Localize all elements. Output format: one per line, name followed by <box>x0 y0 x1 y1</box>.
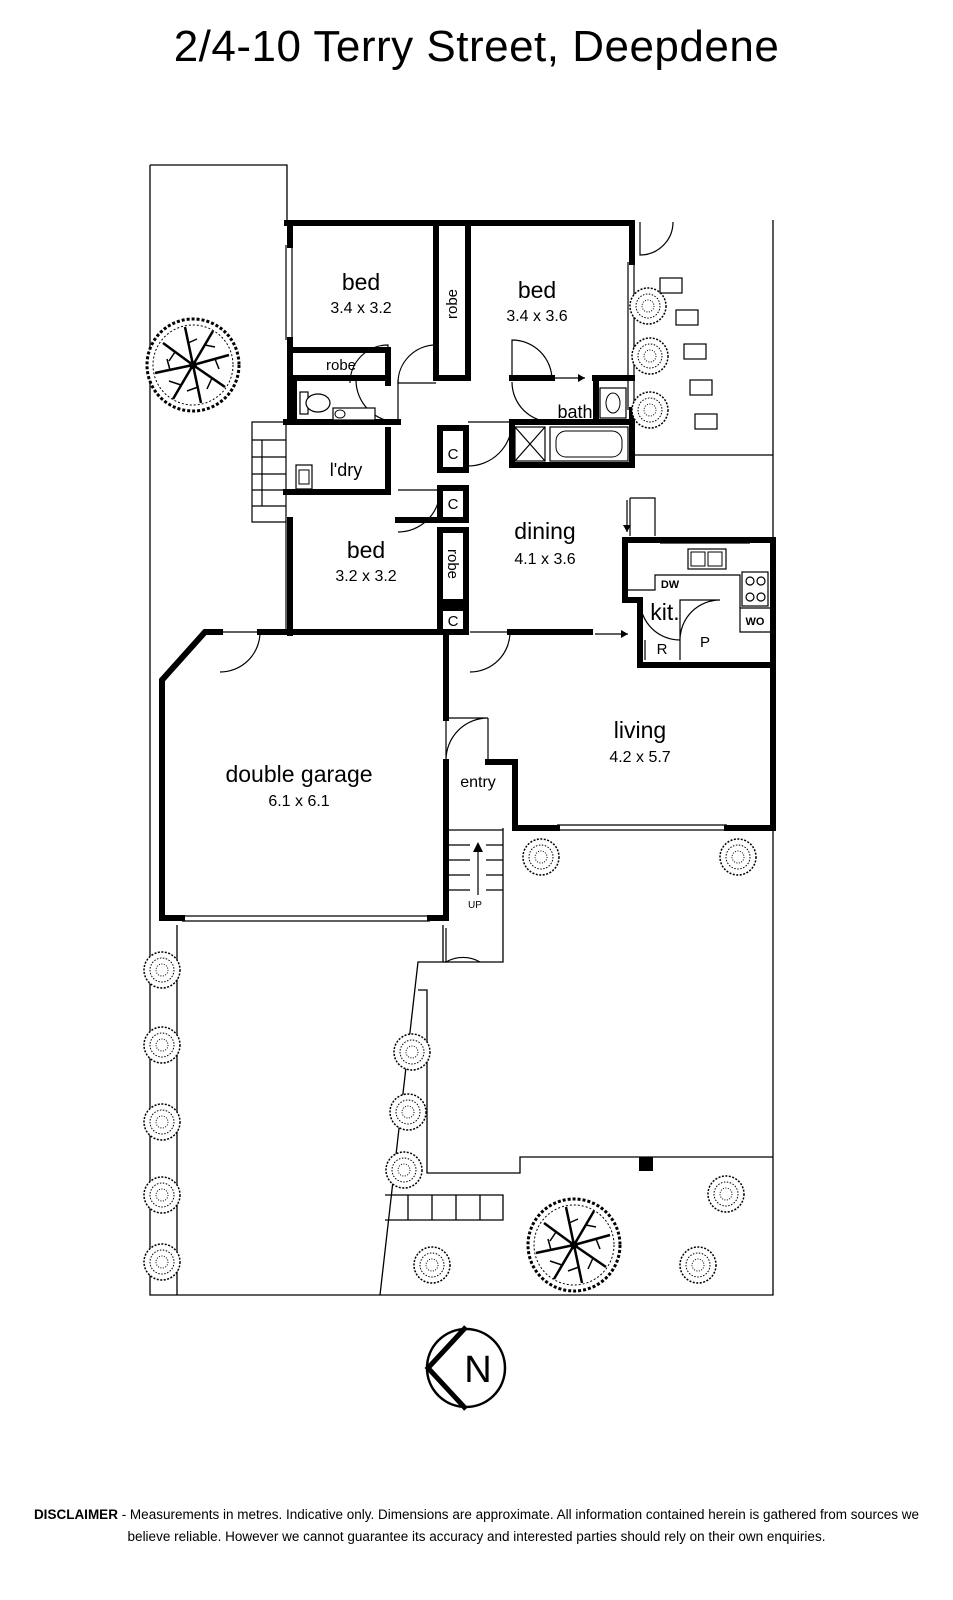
disclaimer: DISCLAIMER - Measurements in metres. Ind… <box>20 1504 933 1548</box>
room-dining-name: dining <box>514 518 575 544</box>
room-living-name: living <box>614 717 666 743</box>
north-compass-icon: N <box>424 1325 507 1411</box>
room-bed2-dims: 3.4 x 3.6 <box>506 308 567 325</box>
robe-label-bed1: robe <box>326 357 356 374</box>
stairs-up-label: UP <box>468 900 482 911</box>
north-label: N <box>464 1349 491 1391</box>
windows <box>182 245 750 922</box>
fridge-label: R <box>657 641 668 658</box>
site-boundary <box>149 164 774 1296</box>
cupboard-label-3: C <box>448 613 459 630</box>
internal-walls <box>283 220 643 721</box>
room-dining-dims: 4.1 x 3.6 <box>514 551 575 568</box>
wall-oven-label: WO <box>746 616 765 628</box>
room-bed1-dims: 3.4 x 3.2 <box>330 300 391 317</box>
pantry-label: P <box>700 634 710 651</box>
room-garage-name: double garage <box>225 761 372 787</box>
room-kitchen-name: kit. <box>650 599 679 625</box>
room-bath-name: bath <box>557 402 592 422</box>
disclaimer-heading: DISCLAIMER <box>33 1507 118 1522</box>
robe-label-bed3: robe <box>444 549 461 579</box>
cupboard-label-2: C <box>448 496 459 513</box>
driveway-lines <box>176 828 773 1296</box>
page-title: 2/4-10 Terry Street, Deepdene <box>173 22 780 71</box>
room-laundry-name: l'dry <box>330 460 362 480</box>
room-bed1-name: bed <box>342 269 380 295</box>
cupboard-label-1: C <box>448 446 459 463</box>
fixtures <box>251 387 773 895</box>
room-bed2-name: bed <box>518 277 556 303</box>
room-labels: bed 3.4 x 3.2 bed 3.4 x 3.6 bed 3.2 x 3.… <box>225 269 764 911</box>
robe-label-bed2: robe <box>444 289 461 319</box>
room-garage-dims: 6.1 x 6.1 <box>268 793 329 810</box>
room-living-dims: 4.2 x 5.7 <box>609 749 670 766</box>
room-entry-name: entry <box>460 774 496 791</box>
room-bed3-dims: 3.2 x 3.2 <box>335 568 396 585</box>
disclaimer-text: - Measurements in metres. Indicative onl… <box>117 1507 920 1544</box>
room-bed3-name: bed <box>347 537 385 563</box>
dishwasher-label: DW <box>661 579 680 591</box>
sliding-door-arrows <box>552 374 631 638</box>
